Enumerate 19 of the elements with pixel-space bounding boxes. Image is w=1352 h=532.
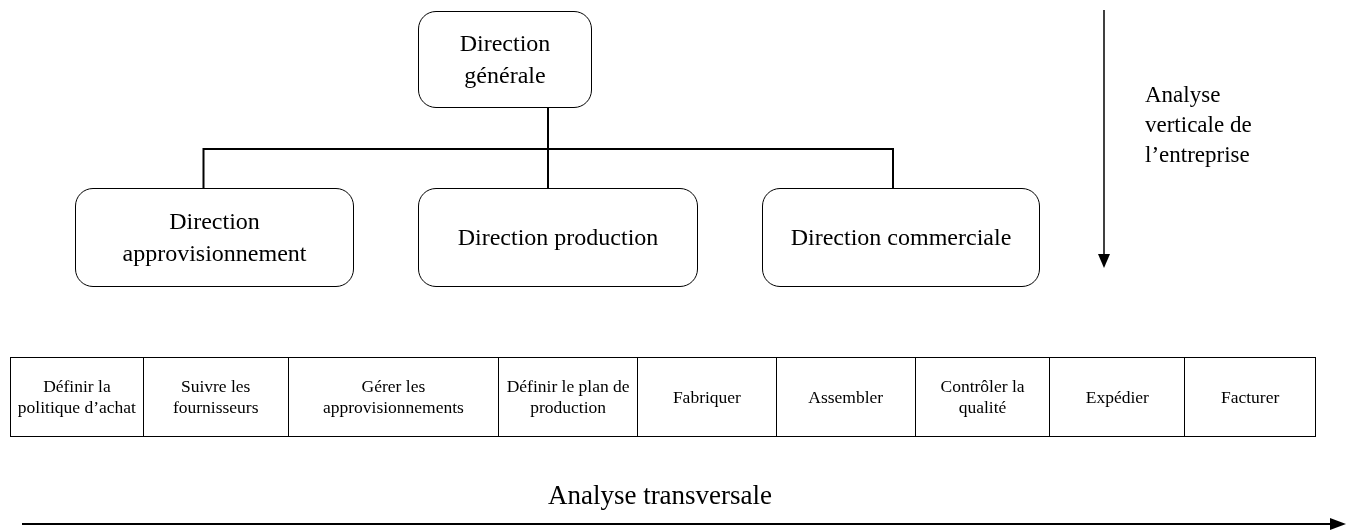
axis-label: Analyse transversale	[546, 479, 774, 512]
table-cell: Fabriquer	[637, 358, 776, 436]
table-cell-text: Définir la politique d’achat	[16, 375, 137, 419]
table-cell: Expédier	[1049, 358, 1185, 436]
table-cell: Facturer	[1184, 358, 1315, 436]
table-cell: Assembler	[775, 358, 915, 436]
axis-label: Analyse verticale de l’entreprise	[1145, 81, 1253, 169]
table-cell: Contrôler la qualité	[914, 358, 1050, 436]
rounded-box	[75, 188, 354, 287]
box-label: Direction approvisionnement	[121, 207, 308, 268]
box-label: Direction production	[457, 222, 659, 252]
table-cell: Définir le plan de production	[498, 358, 638, 436]
box-label: Direction commerciale	[790, 222, 1012, 252]
box-label: Direction générale	[458, 29, 552, 90]
rounded-box	[418, 11, 592, 108]
table-cell: Suivre les fournisseurs	[142, 358, 288, 436]
rounded-box	[762, 188, 1040, 287]
table-cell: Gérer les approvisionnements	[287, 358, 499, 436]
rounded-box	[418, 188, 698, 287]
